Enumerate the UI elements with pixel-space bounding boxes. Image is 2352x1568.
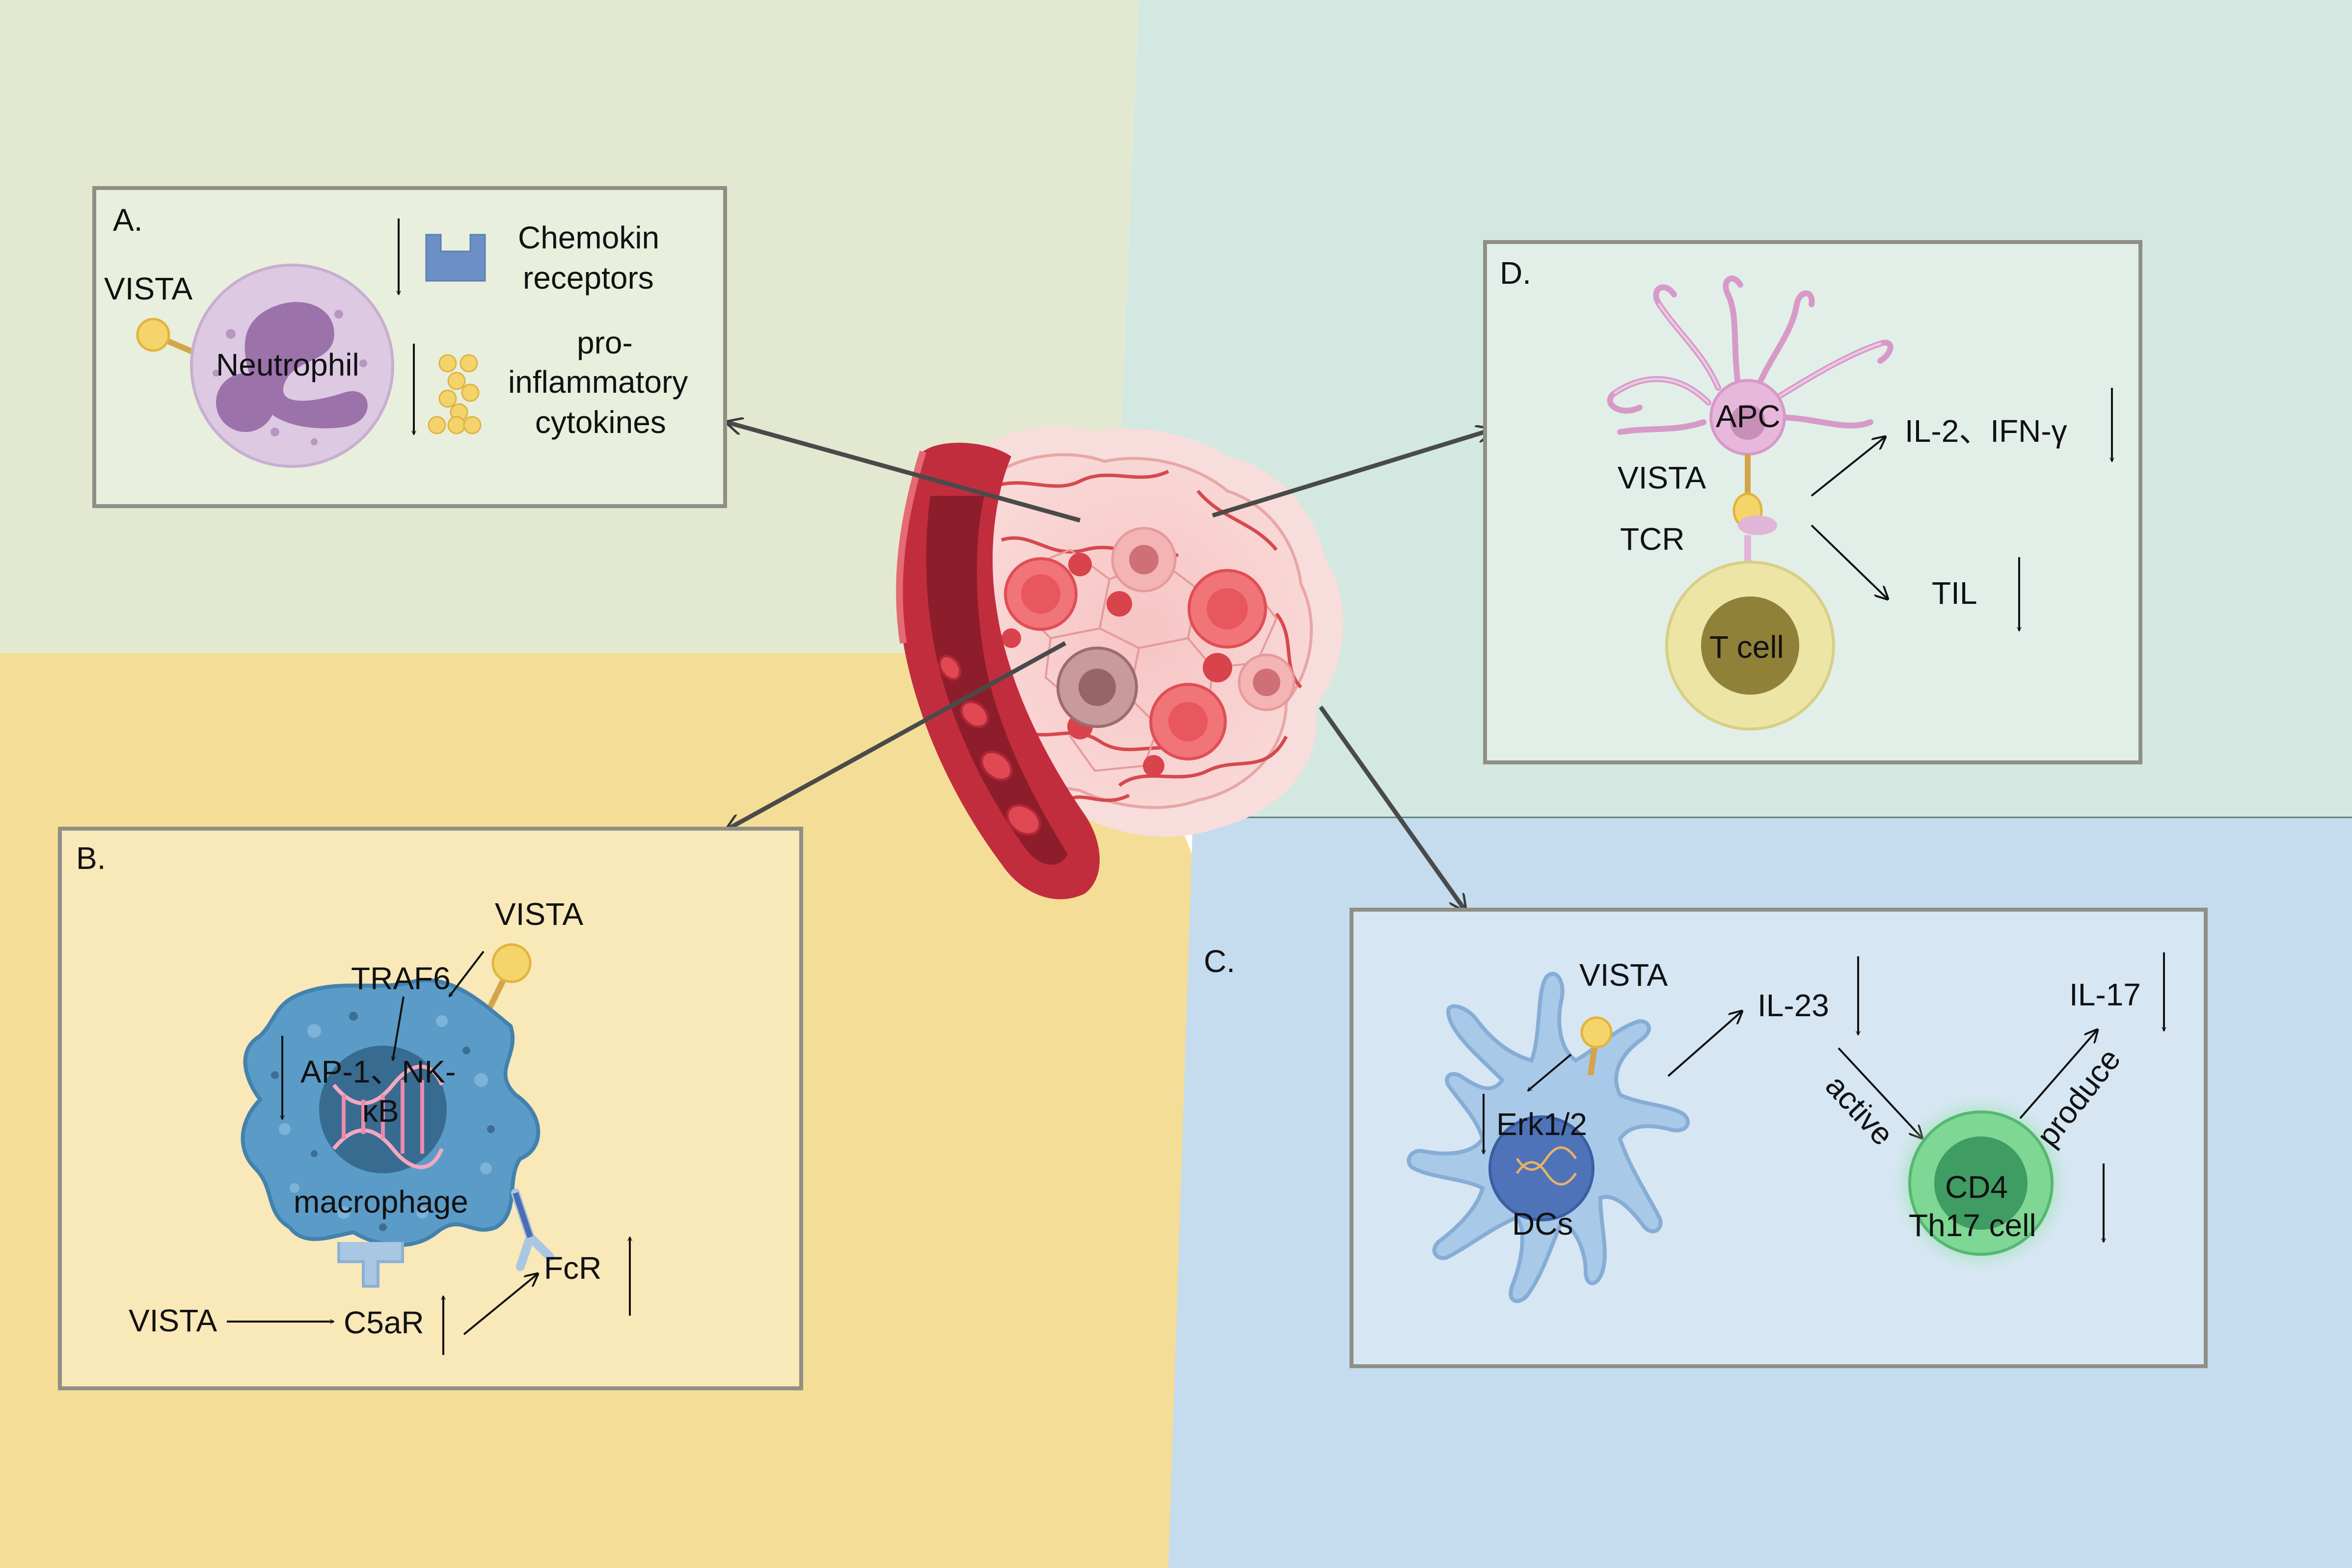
vista-ligand-icon-c [1580, 1016, 1613, 1049]
panel-d: D. APC VISTA TCR [1483, 240, 2142, 764]
vista-to-erk-arrow [1528, 1054, 1572, 1092]
t-cell-label: T cell [1709, 629, 1784, 665]
panel-a: A. VISTA Neutrophil Chemokin receptors [92, 186, 727, 508]
traf6-to-tf-arrow [393, 996, 405, 1060]
dc-dna-icon [1515, 1146, 1577, 1186]
c5ar-label: C5aR [344, 1305, 424, 1340]
il23-to-th17-arrow [1838, 1047, 1922, 1138]
panel-b: B. VISTA [58, 827, 803, 1390]
traf6-label: TRAF6 [351, 961, 451, 996]
panel-b-tag: B. [76, 840, 106, 876]
dendritic-cell [1406, 972, 1690, 1303]
vista-ligand-icon [136, 318, 170, 352]
panel-c-vista-label: VISTA [1579, 957, 1668, 993]
panel-a-vista-label: VISTA [104, 271, 193, 306]
erk-label: Erk1/2 [1496, 1107, 1587, 1142]
cytokine-label-line2: inflammatory [508, 364, 688, 400]
receptor-label-line1: Chemokin [518, 220, 659, 255]
apc-label: APC [1716, 399, 1781, 434]
cytokine-label-line1: pro- [577, 325, 633, 360]
neutrophil-cell [190, 264, 394, 468]
panel-c: C. VISTA Erk1/2 DCs IL-23 active CD4 Th1… [1204, 908, 2208, 1368]
fcr-label: FcR [544, 1250, 601, 1286]
tf-label-line1: AP-1、NK- [300, 1054, 456, 1089]
panel-b-vista-top-label: VISTA [495, 896, 584, 932]
th17-label-line1: CD4 [1945, 1169, 2008, 1205]
il17-label: IL-17 [2069, 977, 2141, 1012]
macrophage-cell [241, 978, 554, 1288]
panel-d-vista-label: VISTA [1618, 460, 1706, 495]
tf-label-line2: κB [362, 1093, 399, 1129]
apc-cell [1607, 275, 1893, 456]
c5ar-to-fcr-arrow [463, 1274, 538, 1335]
arrow-to-panel-d [1212, 430, 1492, 518]
il23-label: IL-23 [1757, 988, 1829, 1023]
macrophage-label: macrophage [294, 1184, 468, 1219]
arrow-to-panel-c [1319, 705, 1465, 911]
til-label: TIL [1932, 575, 1977, 611]
neutrophil-label: Neutrophil [216, 347, 359, 382]
blood-vessel [896, 442, 1100, 899]
tcr-receptor-icon [1738, 515, 1777, 535]
il2-ifng-label: IL-2、IFN-γ [1905, 413, 2067, 449]
c5ar-receptor-icon [337, 1242, 404, 1288]
panel-d-tag: D. [1500, 255, 1531, 291]
vista-ligand-icon-b [491, 943, 532, 983]
cytokine-dots-icon [428, 354, 482, 434]
th17-label-line2: Th17 cell [1909, 1208, 2036, 1243]
tumor-connector-arrows [727, 422, 1492, 911]
dna-icon [332, 1064, 444, 1169]
cytokine-label-line3: cytokines [535, 405, 666, 440]
t-cell [1665, 561, 1835, 730]
th17-cell [1892, 1095, 2069, 1271]
vista-to-traf6-arrow [448, 950, 485, 997]
panel-c-tag: C. [1204, 944, 1235, 979]
arrow-to-panel-b [727, 641, 1067, 830]
receptor-label-line2: receptors [523, 260, 654, 296]
th17-to-il17-arrow [2019, 1030, 2097, 1119]
apc-to-til-arrow [1811, 524, 1888, 599]
panel-a-tag: A. [113, 202, 142, 238]
tcr-label: TCR [1620, 521, 1685, 557]
tumor-illustration [896, 426, 1344, 899]
arrow-to-panel-a [727, 422, 1081, 523]
pink-tumor-cells [1056, 527, 1296, 728]
panel-b-vista-left-label: VISTA [129, 1303, 217, 1338]
dcs-label: DCs [1512, 1206, 1573, 1242]
apc-to-il2-arrow [1811, 437, 1885, 497]
receptor-icon [425, 234, 486, 282]
dc-to-il23-arrow [1667, 1011, 1742, 1077]
